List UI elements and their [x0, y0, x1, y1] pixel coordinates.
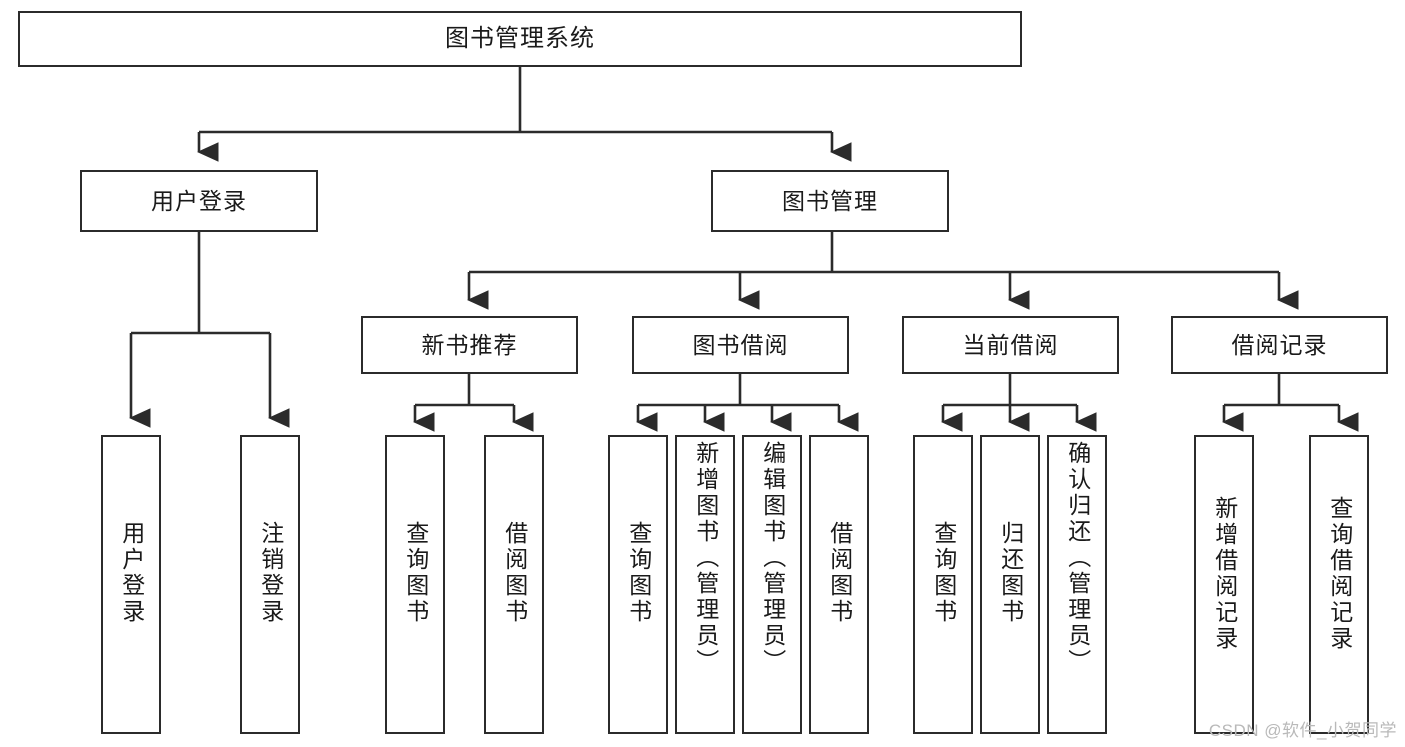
node-label: 借阅图书 [501, 521, 528, 625]
node-label: 用户登录 [118, 521, 145, 625]
node-label: 图书借阅 [692, 331, 789, 358]
node-label: 注销登录 [257, 521, 284, 625]
node-root-book-management-system[interactable]: 图书管理系统 [18, 11, 1022, 67]
leaf-query-book-current[interactable]: 查询图书 [913, 435, 973, 734]
node-borrow-record[interactable]: 借阅记录 [1171, 316, 1388, 374]
leaf-return-book[interactable]: 归还图书 [980, 435, 1040, 734]
node-label: 查询图书 [625, 521, 652, 625]
leaf-add-borrow-record[interactable]: 新增借阅记录 [1194, 435, 1254, 734]
node-label: 图书管理系统 [445, 25, 595, 52]
node-label: 新增图书（管理员） [692, 441, 719, 675]
node-label: 当前借阅 [962, 331, 1059, 358]
leaf-query-borrow-record[interactable]: 查询借阅记录 [1309, 435, 1369, 734]
leaf-borrow-book[interactable]: 借阅图书 [809, 435, 869, 734]
leaf-add-book-admin[interactable]: 新增图书（管理员） [675, 435, 735, 734]
leaf-confirm-return-admin[interactable]: 确认归还（管理员） [1047, 435, 1107, 734]
node-user-login[interactable]: 用户登录 [80, 170, 318, 232]
node-label: 查询借阅记录 [1326, 496, 1353, 652]
node-label: 新书推荐 [421, 331, 518, 358]
leaf-query-book-recommend[interactable]: 查询图书 [385, 435, 445, 734]
node-label: 借阅图书 [826, 521, 853, 625]
node-label: 归还图书 [997, 521, 1024, 625]
node-book-borrow[interactable]: 图书借阅 [632, 316, 849, 374]
node-label: 借阅记录 [1231, 331, 1328, 358]
leaf-user-login[interactable]: 用户登录 [101, 435, 161, 734]
leaf-query-book-borrow[interactable]: 查询图书 [608, 435, 668, 734]
node-label: 确认归还（管理员） [1064, 441, 1091, 675]
node-new-book-recommend[interactable]: 新书推荐 [361, 316, 578, 374]
node-current-borrow[interactable]: 当前借阅 [902, 316, 1119, 374]
node-book-management[interactable]: 图书管理 [711, 170, 949, 232]
node-label: 查询图书 [402, 521, 429, 625]
node-label: 编辑图书（管理员） [759, 441, 786, 675]
node-label: 查询图书 [930, 521, 957, 625]
leaf-borrow-book-recommend[interactable]: 借阅图书 [484, 435, 544, 734]
node-label: 新增借阅记录 [1211, 496, 1238, 652]
leaf-logout-login[interactable]: 注销登录 [240, 435, 300, 734]
watermark: CSDN @软件_小贺同学 [1208, 721, 1397, 740]
node-label: 图书管理 [782, 187, 878, 214]
leaf-edit-book-admin[interactable]: 编辑图书（管理员） [742, 435, 802, 734]
node-label: 用户登录 [151, 187, 247, 214]
